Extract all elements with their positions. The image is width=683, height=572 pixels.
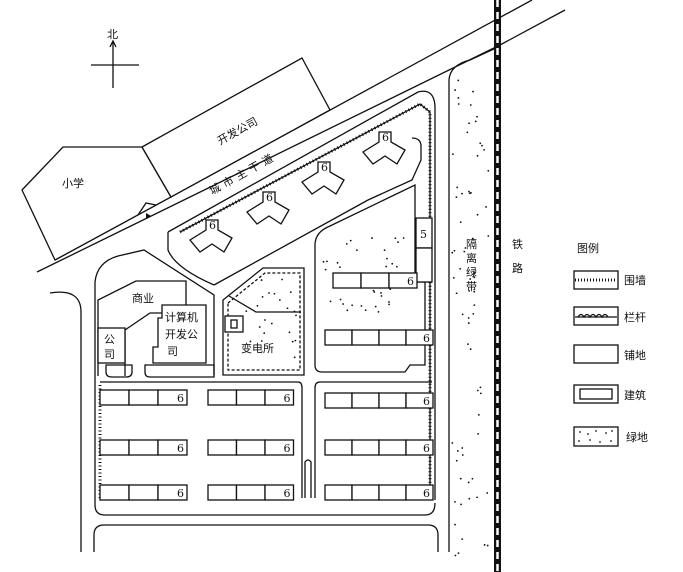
row-house-floors: 6 (284, 392, 291, 405)
substation-label: 变电所 (241, 341, 274, 355)
row-house: 6 (207, 389, 295, 406)
row-house-floors: 6 (177, 487, 184, 500)
commercial-building (97, 280, 187, 376)
row-house-floors: 6 (177, 392, 184, 405)
south-block-edge (93, 524, 439, 552)
railway (494, 0, 501, 572)
school-label: 小学 (62, 176, 84, 190)
row-house: 6 (332, 272, 418, 289)
west-block-edge (94, 249, 215, 505)
strip-lower-edge (213, 137, 422, 286)
tower-floors: 6 (382, 131, 389, 144)
residential-tower: 6 (246, 191, 290, 225)
row-house: 6 (324, 439, 434, 456)
computer-label-2: 开发公 (165, 327, 198, 341)
computer-company-building (152, 304, 207, 364)
residential-tower: 6 (301, 161, 345, 195)
substation-core (230, 319, 238, 329)
row-house: 6 (324, 392, 434, 409)
commercial-label: 商业 (132, 291, 154, 305)
site-boundary (179, 103, 431, 498)
west-road-edge (49, 291, 82, 552)
green-space (322, 237, 409, 313)
legend-label: 栏杆 (624, 310, 646, 324)
site-outer-road-edge (167, 90, 436, 500)
computer-label-1: 计算机 (165, 310, 198, 324)
row-houses: 6 6 6 6 6 6 6 6 6 6 6 (99, 272, 434, 501)
computer-label-3: 司 (167, 345, 178, 358)
company-building (97, 327, 126, 364)
legend-paving: 铺地 (573, 344, 646, 364)
site-south-edge (94, 502, 436, 516)
railway-label-1: 铁 (512, 238, 523, 251)
legend-label: 围墙 (624, 273, 646, 287)
railing (227, 272, 301, 371)
tower-floors: 6 (266, 191, 273, 204)
row-house-floors: 6 (423, 487, 430, 500)
green-belt-label-4: 带 (466, 280, 477, 293)
inner-road-edge (314, 381, 432, 498)
legend-label: 铺地 (624, 349, 646, 362)
building-5-floors: 5 (420, 228, 427, 241)
row-house: 6 (324, 484, 434, 501)
residential-towers: 6 6 6 6 (189, 131, 406, 253)
green-belt-label-1: 隔 (466, 238, 477, 251)
paving-bay (144, 364, 215, 378)
row-house-floors: 6 (423, 395, 430, 408)
railway-label-2: 路 (512, 262, 523, 275)
north-label: 北 (107, 28, 118, 41)
cul-de-sac (304, 459, 312, 498)
legend-wall: 围墙 (573, 270, 646, 290)
row-house: 6 (99, 484, 188, 501)
row-house-floors: 6 (177, 442, 184, 455)
green-belt-label-2: 离 (466, 251, 477, 265)
row-house: 6 (99, 389, 188, 406)
residential-tower: 6 (189, 219, 233, 253)
residential-tower: 6 (362, 131, 406, 165)
green-belt (451, 79, 490, 557)
tower-floors: 6 (321, 161, 328, 174)
row-house: 6 (207, 439, 295, 456)
east-green-area (314, 183, 426, 373)
inner-road-edge (100, 381, 303, 498)
building-5-wing (415, 247, 433, 283)
legend-green: 绿地 (573, 426, 648, 447)
row-house: 6 (324, 329, 434, 346)
row-house: 6 (99, 439, 188, 456)
green-belt-edge (448, 47, 497, 552)
dev-company-building (141, 57, 331, 198)
legend-building: 建筑 (573, 384, 646, 404)
substation-path (228, 295, 301, 313)
row-house-floors: 6 (284, 442, 291, 455)
row-house-floors: 6 (284, 487, 291, 500)
legend-label: 绿地 (626, 430, 648, 444)
north-arrow-icon: 北 (91, 28, 139, 88)
legend: 图例 围墙 栏杆 铺地 建筑 绿地 (573, 241, 648, 447)
paving-bay (105, 364, 133, 378)
green-space (245, 278, 297, 359)
row-house: 6 (207, 484, 295, 501)
row-house-floors: 6 (407, 275, 414, 288)
legend-label: 建筑 (624, 388, 646, 402)
substation-plot (222, 267, 305, 376)
tower-floors: 6 (209, 219, 216, 232)
entrance-arrow-icon (146, 213, 151, 219)
legend-railing: 栏杆 (573, 306, 646, 326)
green-belt-label-3: 绿 (466, 265, 477, 279)
company-label-2: 司 (104, 348, 115, 361)
row-house-floors: 6 (423, 442, 430, 455)
row-house-floors: 6 (423, 332, 430, 345)
company-label-1: 公 (104, 333, 115, 346)
legend-title: 图例 (577, 241, 599, 255)
strip-left-edge (167, 232, 215, 286)
entrance-mark (137, 202, 157, 216)
